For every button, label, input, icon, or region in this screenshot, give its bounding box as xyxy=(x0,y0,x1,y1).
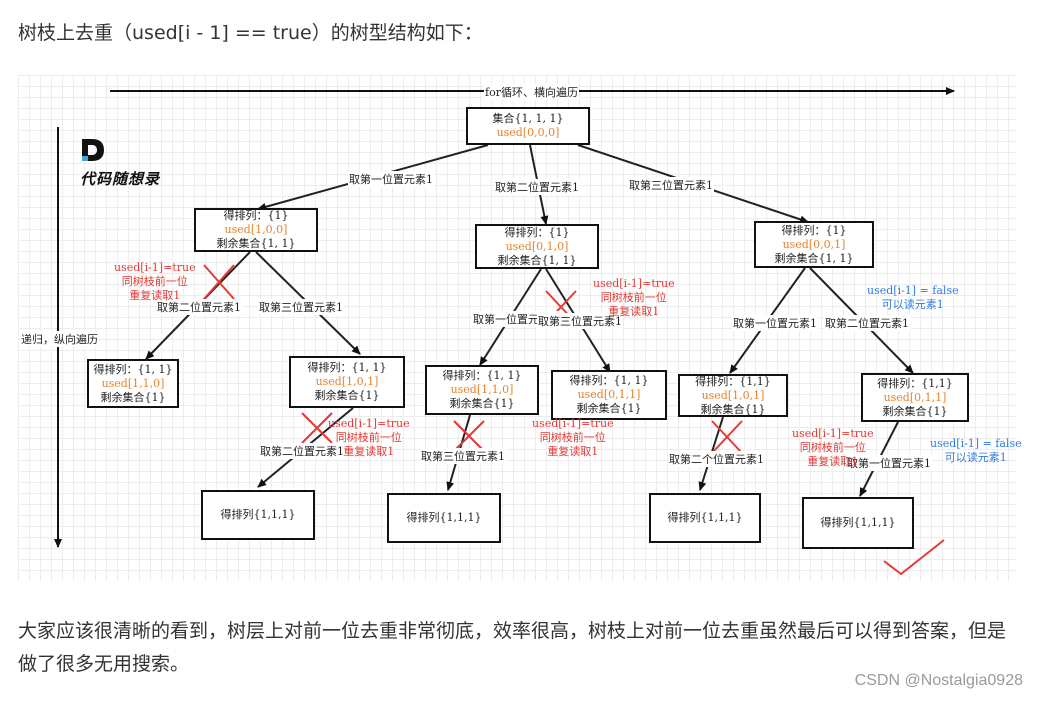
node-permutation: 得排列：{1} xyxy=(504,225,570,239)
tree-leaf-1: 得排列{1,1,1} xyxy=(201,490,315,540)
tree-leaf-4: 得排列{1,1,1} xyxy=(802,497,914,549)
node-permutation: 得排列：{1} xyxy=(223,209,289,222)
node-remaining: 剩余集合{1} xyxy=(314,389,380,402)
edge-label: 取第二位置元素1 xyxy=(494,179,580,195)
edge-label: 取第三位置元素1 xyxy=(628,177,714,193)
tree-leaf-3: 得排列{1,1,1} xyxy=(649,493,761,543)
node-remaining: 剩余集合{1} xyxy=(100,390,166,404)
edge-label: 取第三位置元素1 xyxy=(258,299,344,315)
edge-label: 取第一位置元素1 xyxy=(732,315,818,331)
tree-node-a2: 得排列：{1, 1} used[1,0,1] 剩余集合{1} xyxy=(289,356,405,408)
node-remaining: 剩余集合{1} xyxy=(700,402,766,416)
node-used: used[0,0,1] xyxy=(782,237,846,251)
node-remaining: 剩余集合{1, 1} xyxy=(774,251,854,265)
leaf-permutation: 得排列{1,1,1} xyxy=(667,511,743,524)
tree-node-b1: 得排列：{1, 1} used[1,1,0] 剩余集合{1} xyxy=(425,365,539,415)
watermark: CSDN @Nostalgia0928 xyxy=(854,672,1023,689)
node-used: used[1,0,0] xyxy=(224,223,288,236)
leaf-permutation: 得排列{1,1,1} xyxy=(406,511,482,524)
tree-node-c: 得排列：{1} used[0,0,1] 剩余集合{1, 1} xyxy=(754,221,874,268)
node-remaining: 剩余集合{1} xyxy=(576,402,642,415)
tree-node-a: 得排列：{1} used[1,0,0] 剩余集合{1, 1} xyxy=(194,208,318,252)
edge-label: 取第二个位置元素1 xyxy=(668,451,765,467)
edge-label: 取第一位置元素1 xyxy=(348,171,434,187)
tree-diagram: for循环、横向遍历 递归，纵向遍历 代码随想录 集合{1, 1, 1} use… xyxy=(18,75,1022,581)
cross-mark xyxy=(711,420,743,454)
edge-label: 取第二位置元素1 xyxy=(156,299,242,315)
node-used: used[0,1,1] xyxy=(883,390,947,404)
explanation-paragraph: 大家应该很清晰的看到，树层上对前一位去重非常彻底，效率很高，树枝上对前一位去重虽… xyxy=(18,620,1007,675)
horizontal-axis-label: for循环、横向遍历 xyxy=(484,84,579,100)
node-remaining: 剩余集合{1} xyxy=(882,404,948,418)
logo-mark-icon xyxy=(82,139,104,161)
edge-label: 取第二位置元素1 xyxy=(259,443,345,459)
edge-label: 取第三位置元素1 xyxy=(537,313,623,329)
cross-mark xyxy=(301,412,333,444)
tree-node-root: 集合{1, 1, 1} used[0,0,0] xyxy=(466,107,590,145)
leaf-permutation: 得排列{1,1,1} xyxy=(820,516,896,529)
node-used: used[0,0,0] xyxy=(496,126,560,139)
node-used: used[0,1,0] xyxy=(505,239,569,253)
node-permutation: 得排列：{1, 1} xyxy=(307,361,387,374)
vertical-axis-label: 递归，纵向遍历 xyxy=(20,331,99,347)
node-permutation: 得排列：{1,1} xyxy=(695,374,771,388)
cross-mark xyxy=(453,420,485,452)
node-used: used[1,1,0] xyxy=(450,383,514,396)
node-permutation: 得排列：{1, 1} xyxy=(93,362,173,376)
tree-leaf-2: 得排列{1,1,1} xyxy=(387,493,501,543)
node-used: used[1,1,0] xyxy=(101,376,165,390)
edge-label: 取第一位置元素1 xyxy=(472,311,558,327)
tree-node-c1: 得排列：{1,1} used[1,0,1] 剩余集合{1} xyxy=(678,374,788,417)
edge-label: 取第三位置元素1 xyxy=(420,448,506,464)
edge-label: 取第一位置元素1 xyxy=(846,455,932,471)
logo-text: 代码随想录 xyxy=(80,170,161,188)
tree-node-b2: 得排列：{1, 1} used[0,1,1] 剩余集合{1} xyxy=(551,370,667,420)
leaf-permutation: 得排列{1,1,1} xyxy=(220,508,296,521)
node-permutation: 得排列：{1,1} xyxy=(877,376,953,390)
edge-label: 取第二位置元素1 xyxy=(824,315,910,331)
cross-mark xyxy=(203,264,235,300)
node-used: used[1,0,1] xyxy=(701,388,765,402)
node-remaining: 剩余集合{1, 1} xyxy=(216,237,296,250)
node-permutation: 得排列：{1} xyxy=(781,223,847,237)
tree-node-a1: 得排列：{1, 1} used[1,1,0] 剩余集合{1} xyxy=(87,359,179,408)
check-mark xyxy=(883,539,945,576)
node-used: used[0,1,1] xyxy=(577,388,641,401)
node-permutation: 得排列：{1, 1} xyxy=(442,369,522,382)
node-remaining: 剩余集合{1, 1} xyxy=(497,253,577,267)
node-remaining: 剩余集合{1} xyxy=(449,397,515,410)
node-set: 集合{1, 1, 1} xyxy=(492,112,564,125)
tree-node-b: 得排列：{1} used[0,1,0] 剩余集合{1, 1} xyxy=(475,224,599,269)
section-heading: 树枝上去重（used[i - 1] == true）的树型结构如下： xyxy=(18,22,483,44)
node-used: used[1,0,1] xyxy=(315,375,379,388)
tree-node-c2: 得排列：{1,1} used[0,1,1] 剩余集合{1} xyxy=(861,373,969,422)
node-permutation: 得排列：{1, 1} xyxy=(569,374,649,387)
